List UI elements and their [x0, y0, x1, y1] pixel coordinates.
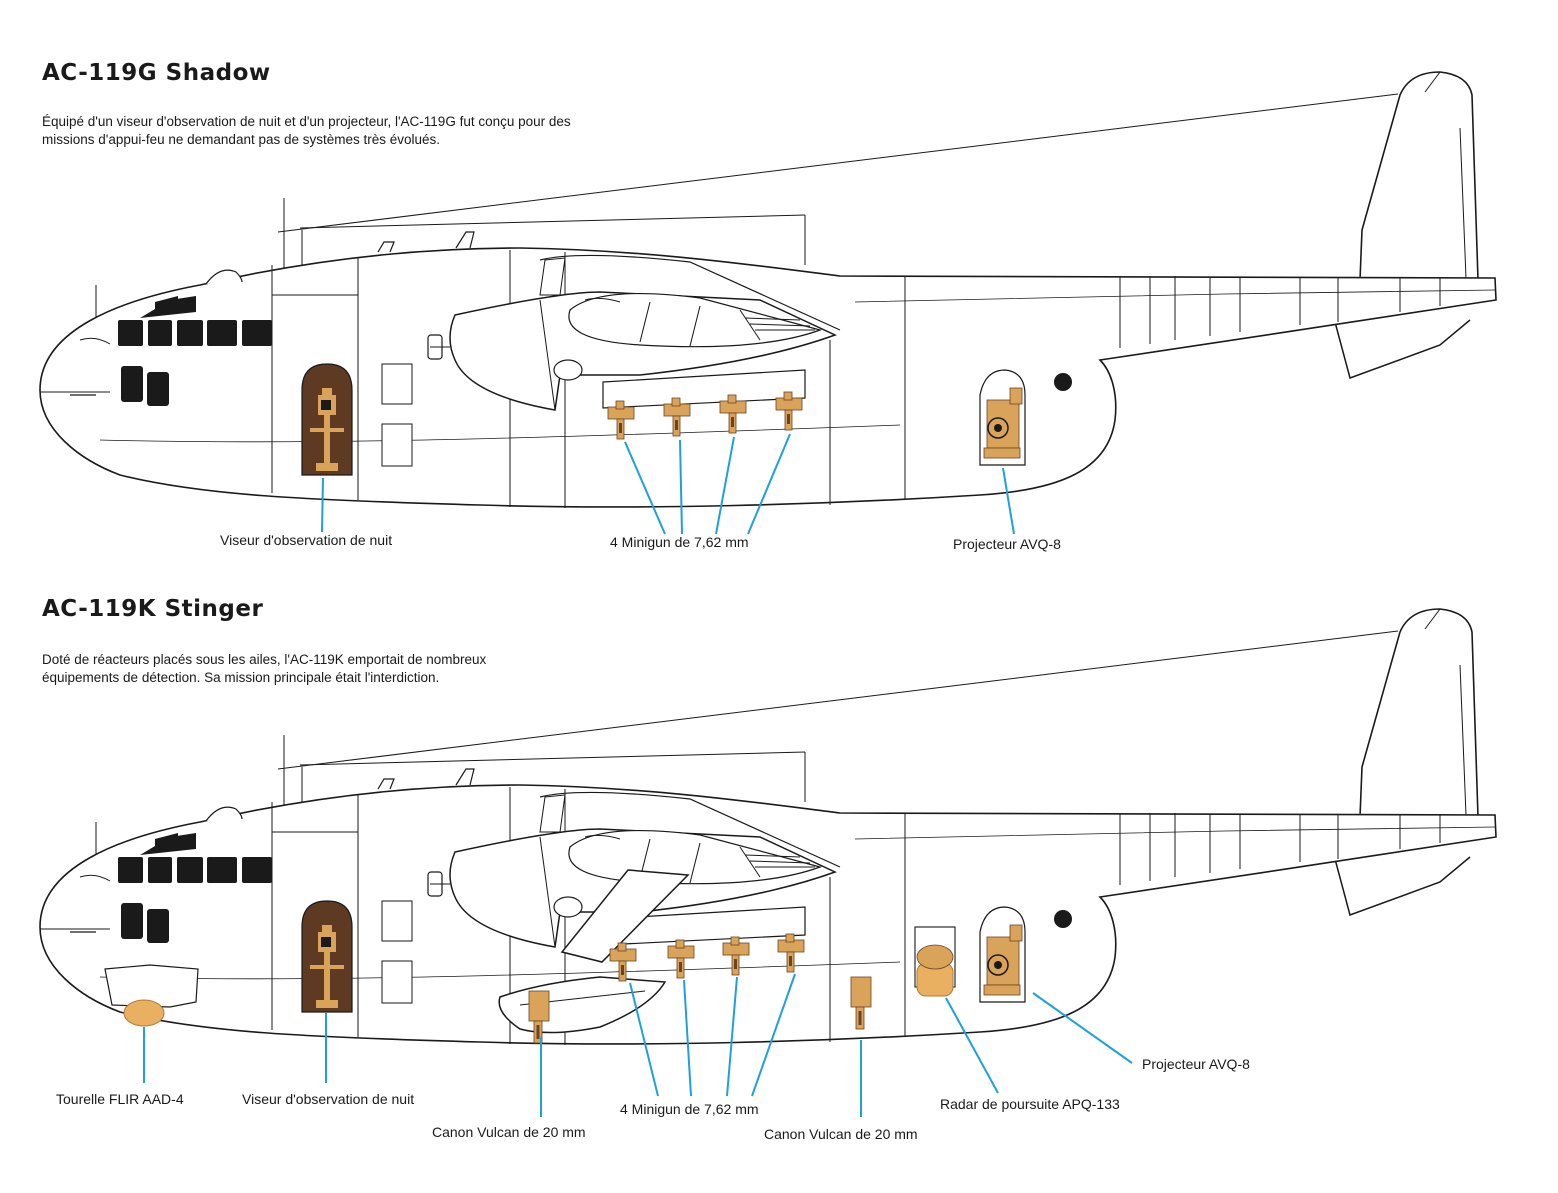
label-flir-turret: Tourelle FLIR AAD-4 — [56, 1091, 184, 1107]
label-vulcan-front: Canon Vulcan de 20 mm — [432, 1124, 586, 1140]
label-searchlight: Projecteur AVQ-8 — [953, 536, 1061, 552]
shadow-title: AC-119G Shadow — [42, 60, 271, 86]
label-night-sight: Viseur d'observation de nuit — [220, 532, 393, 548]
shadow-leader-lines — [321, 433, 1015, 535]
stinger-description: Doté de réacteurs placés sous les ailes,… — [42, 652, 487, 685]
shadow-aircraft-drawing — [39, 71, 1497, 509]
stinger-aircraft-drawing — [39, 608, 1497, 1046]
label-searchlight: Projecteur AVQ-8 — [1142, 1056, 1250, 1072]
stinger-leader-lines — [143, 973, 1133, 1117]
shadow-description: Équipé d'un viseur d'observation de nuit… — [42, 114, 571, 147]
label-miniguns: 4 Minigun de 7,62 mm — [610, 534, 749, 550]
label-miniguns: 4 Minigun de 7,62 mm — [620, 1101, 759, 1117]
label-vulcan-rear: Canon Vulcan de 20 mm — [764, 1126, 918, 1142]
label-night-sight: Viseur d'observation de nuit — [242, 1091, 415, 1107]
stinger-title: AC-119K Stinger — [42, 596, 264, 622]
label-radar: Radar de poursuite APQ-133 — [940, 1096, 1120, 1112]
